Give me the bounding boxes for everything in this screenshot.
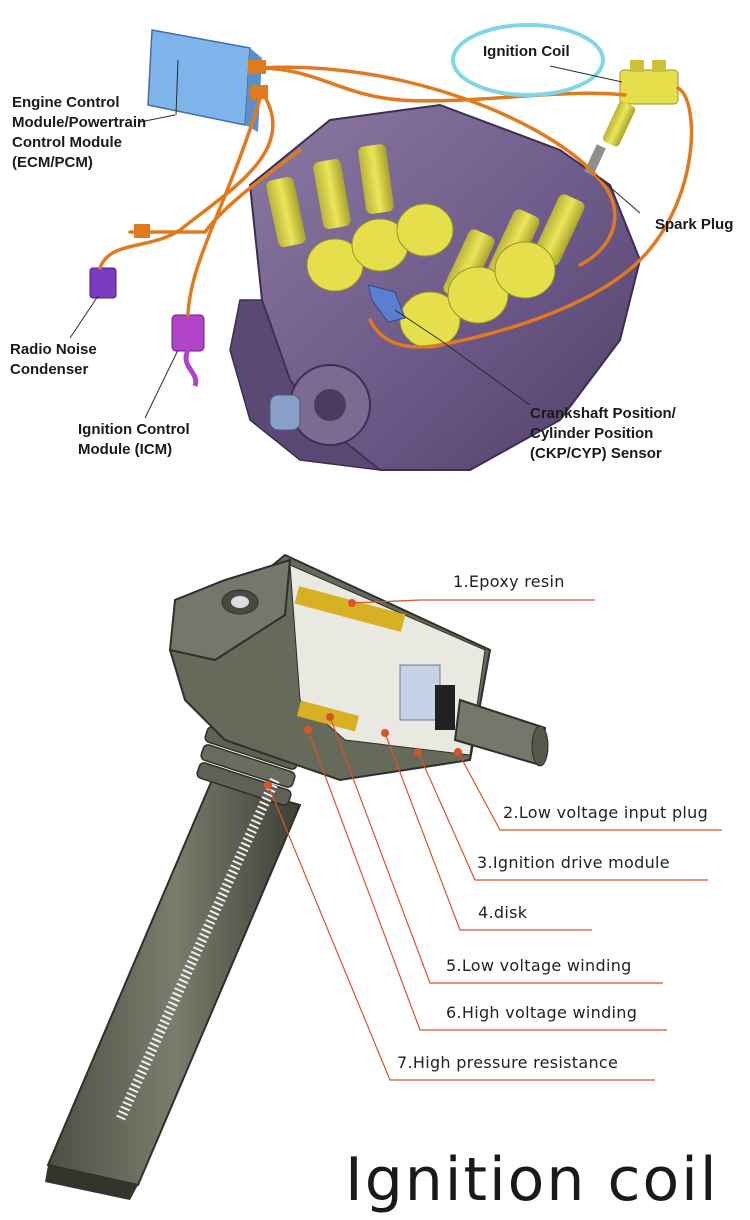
label-radio-line-2: Condenser [10,361,89,378]
part-label-2: 2.Low voltage input plug [503,803,709,822]
label-ecm-line-2: Module/Powertrain [12,114,147,131]
leader-dots [264,599,462,789]
oil-filter [269,394,301,431]
label-radio-noise: Radio Noise Condenser [10,340,97,380]
top-pointer-lines [69,59,641,419]
coil-spring [115,777,280,1123]
part-label-3: 3.Ignition drive module [477,853,670,872]
ckp-sensor [367,284,406,323]
label-ckp-line-3: (CKP/CYP) Sensor [530,445,662,462]
label-ckp: Crankshaft Position/ Cylinder Position (… [530,404,676,464]
separate-ignition-coil [584,60,679,176]
wiring-harness [98,65,694,349]
part-label-4: 4.disk [478,903,528,922]
coil-pack-row-right [399,194,585,349]
ignition-coil-highlight [451,23,605,97]
part-label-5: 5.Low voltage winding [446,956,632,975]
label-ecm-line-1: Engine Control [12,94,120,111]
part-label-1: 1.Epoxy resin [453,572,565,591]
label-ckp-line-2: Cylinder Position [530,425,654,442]
part-label-6: 6.High voltage winding [446,1003,638,1022]
label-icm: Ignition Control Module (ICM) [78,420,190,460]
label-ckp-line-1: Crankshaft Position/ [530,405,676,422]
label-icm-line-2: Module (ICM) [78,441,173,458]
coil-leader-lines [267,599,722,1081]
caption-title: Ignition coil [345,1145,719,1215]
coil-cutaway [45,553,722,1200]
label-icm-line-1: Ignition Control [78,421,190,438]
label-ignition-coil: Ignition Coil [483,43,570,60]
coil-boot [46,778,302,1187]
label-spark-plug: Spark Plug [655,216,734,233]
coil-pack-row-left [266,144,454,292]
part-label-7: 7.High pressure resistance [397,1053,619,1072]
label-ecm-line-3: Control Module [12,134,122,151]
radio-noise-condenser [89,267,117,299]
icm-module [171,314,205,387]
label-ecm-pcm: Engine Control Module/Powertrain Control… [12,93,146,173]
label-radio-line-1: Radio Noise [10,341,97,358]
engine-diagram [69,23,694,472]
label-ecm-line-4: (ECM/PCM) [12,154,93,171]
